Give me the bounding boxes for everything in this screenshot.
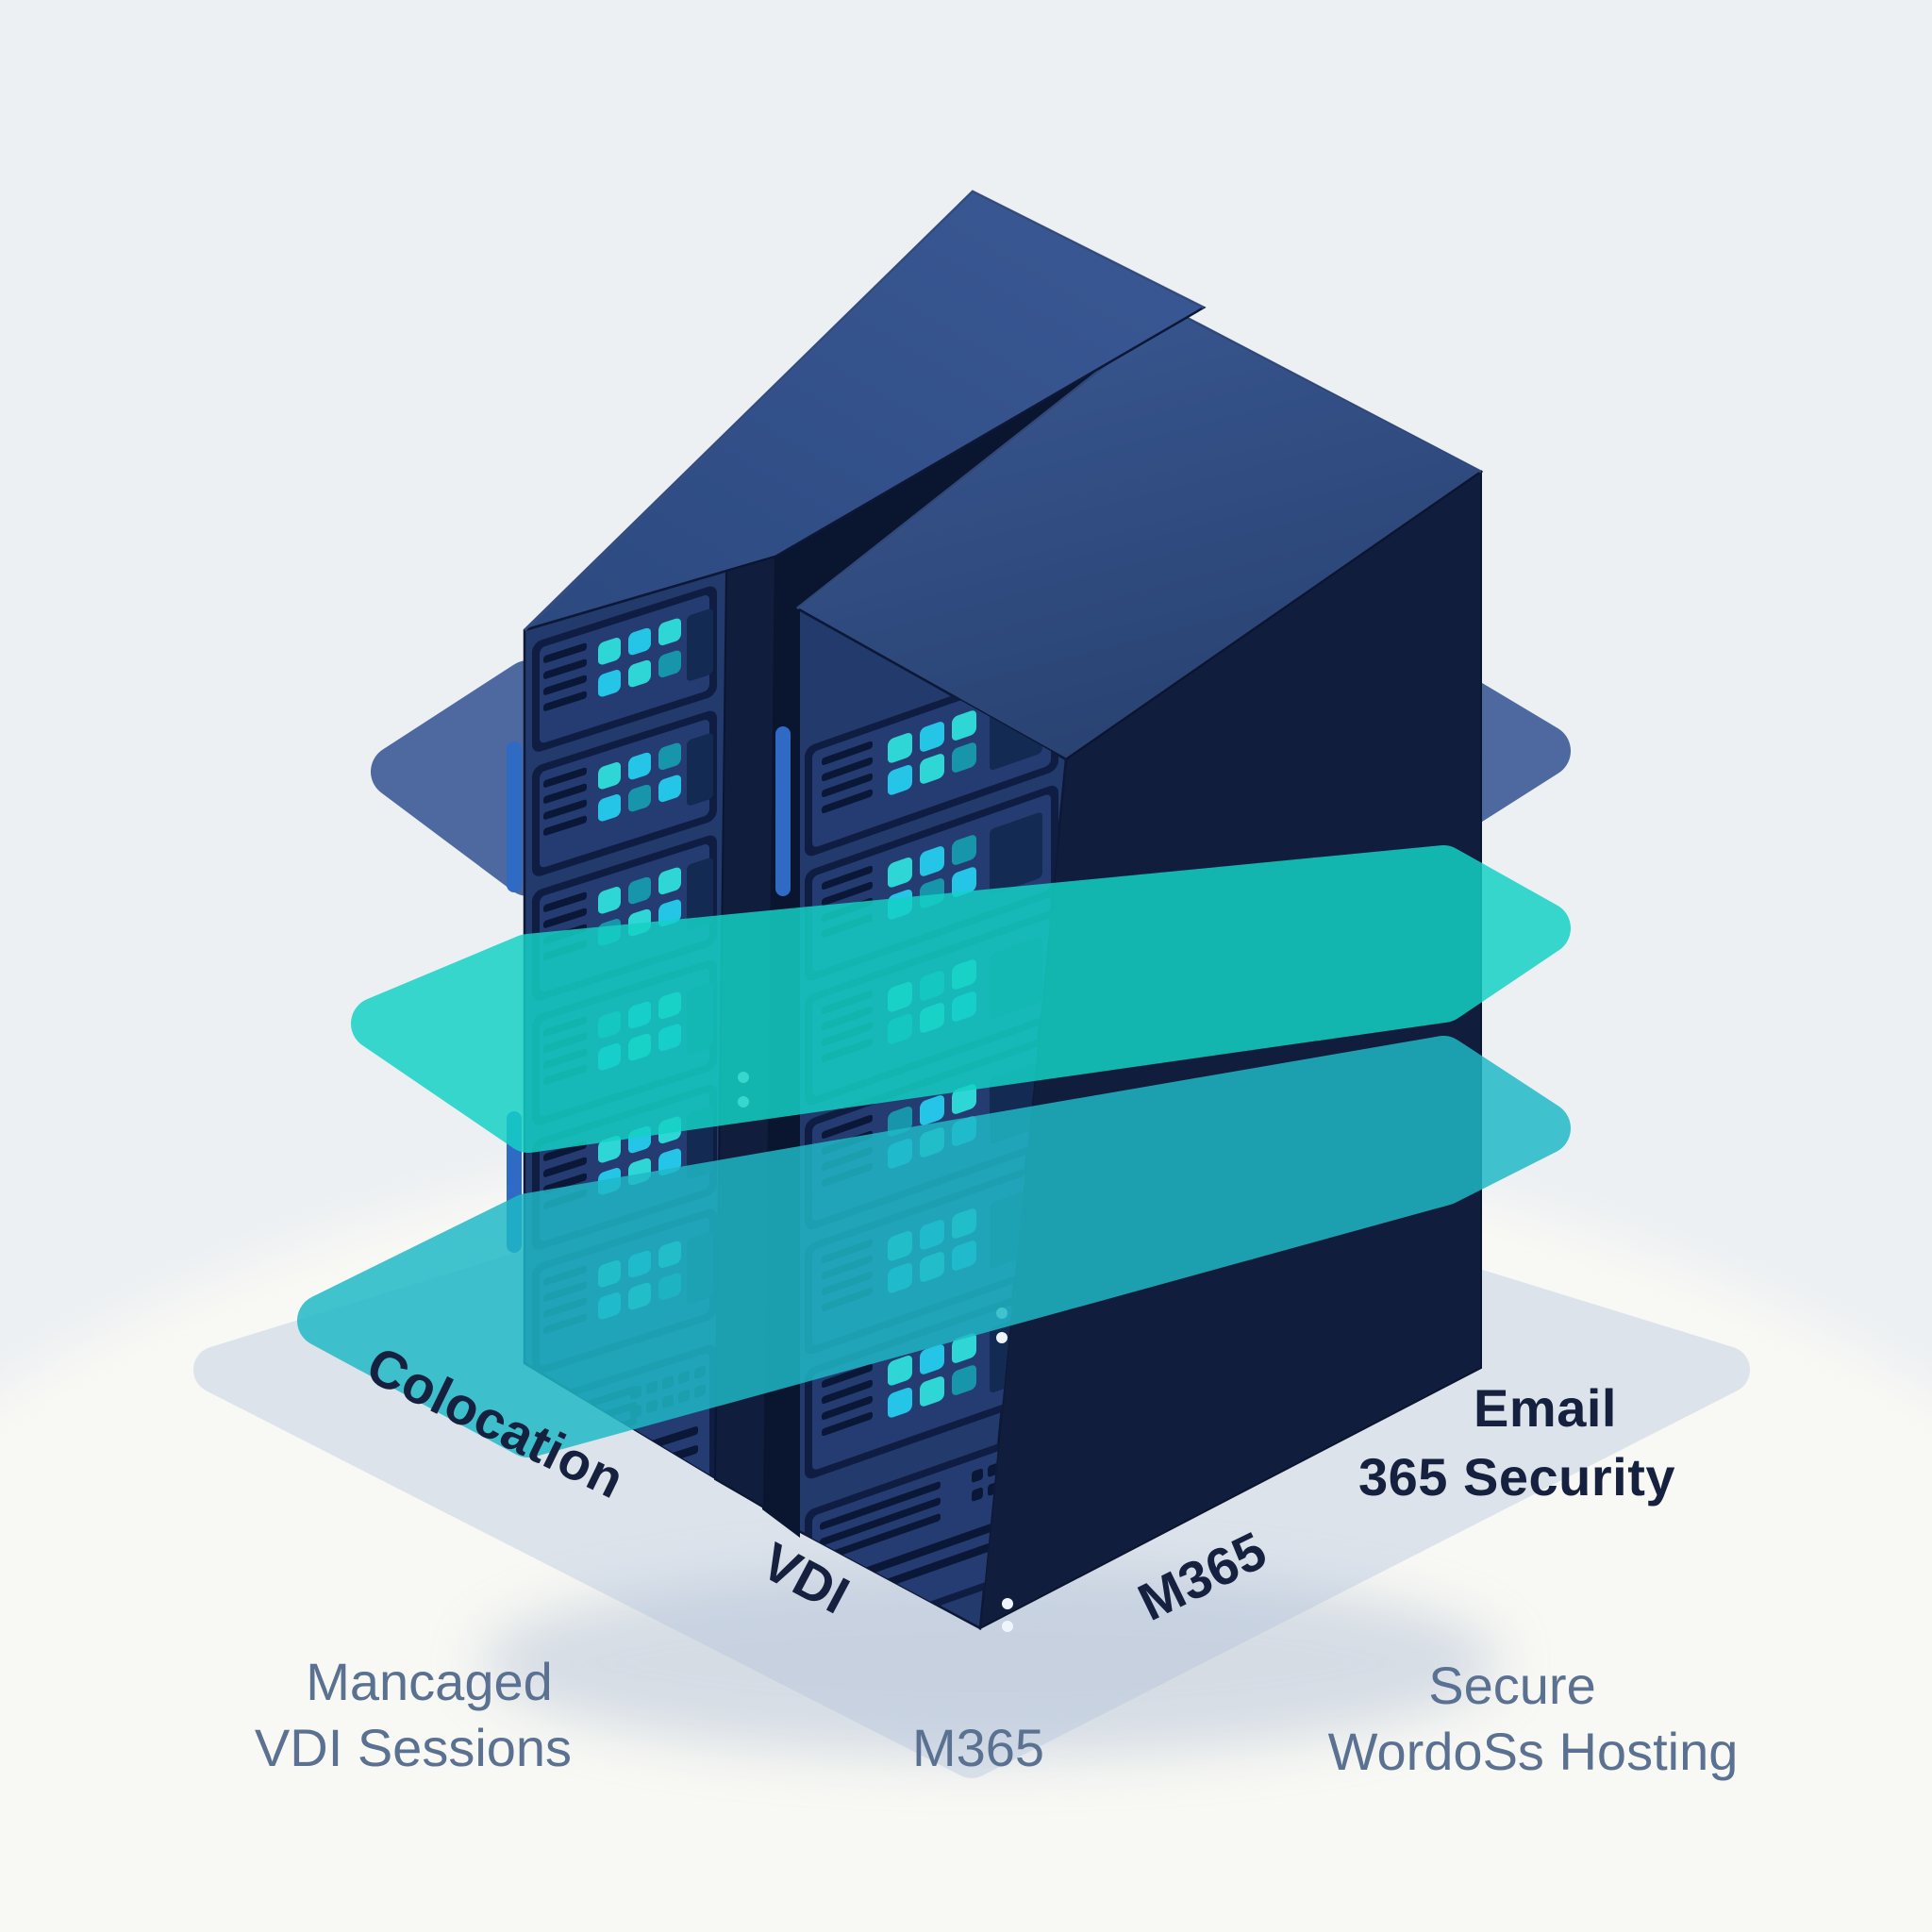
server-unit-part xyxy=(543,658,587,679)
server-unit-part xyxy=(820,1497,941,1546)
server-unit-part xyxy=(822,881,873,907)
server-unit-part xyxy=(658,867,681,895)
server-unit-part xyxy=(822,1363,873,1389)
teal-service-layer-bottom xyxy=(297,1036,1571,1457)
server-unit-part xyxy=(920,1376,944,1407)
server-unit-part xyxy=(543,799,587,820)
teal-service-layer-top xyxy=(351,845,1571,1153)
server-unit-part xyxy=(687,858,713,930)
server-unit-part xyxy=(687,733,713,806)
server-unit-part xyxy=(598,762,621,790)
server-unit-part xyxy=(822,1411,873,1437)
server-unit-part xyxy=(952,867,976,897)
status-led xyxy=(1002,1621,1013,1632)
server-unit-part xyxy=(658,774,681,803)
server-unit-part xyxy=(628,784,651,812)
server-unit-part xyxy=(543,908,587,928)
server-unit-part xyxy=(822,757,873,782)
server-unit-part xyxy=(543,767,587,788)
label-m365-bottom: M365 xyxy=(912,1718,1044,1777)
server-unit-part xyxy=(687,608,713,681)
server-unit-part xyxy=(598,1136,621,1163)
server-unit-part xyxy=(888,1356,912,1386)
server-unit-part xyxy=(598,670,621,697)
server-unit-part xyxy=(543,891,587,912)
server-unit-part xyxy=(990,812,1042,895)
server-unit-part xyxy=(598,638,621,665)
server-unit-part xyxy=(628,659,651,688)
server-unit-part xyxy=(952,710,976,741)
server-unit-part xyxy=(658,650,681,678)
left-rack-ridge-highlight xyxy=(523,190,1205,632)
server-unit-part xyxy=(952,1365,976,1395)
status-led xyxy=(996,1332,1008,1343)
server-unit-part xyxy=(920,722,944,752)
server-unit-part xyxy=(822,1379,873,1405)
server-unit-part xyxy=(888,733,912,763)
server-unit-part xyxy=(658,618,681,646)
server-unit-part xyxy=(543,783,587,804)
server-unit-part xyxy=(543,642,587,663)
label-secure-hosting-line2: WordoSs Hosting xyxy=(1328,1722,1739,1781)
top-groove xyxy=(775,308,1204,608)
server-unit-part xyxy=(920,754,944,784)
label-email-365-security-line2: 365 Security xyxy=(1358,1447,1675,1507)
label-secure-hosting-line1: Secure xyxy=(1428,1656,1595,1715)
server-unit-part xyxy=(920,846,944,876)
label-managed-vdi-line1: Mancaged xyxy=(306,1652,553,1711)
server-unit-part xyxy=(822,789,873,814)
server-unit-part xyxy=(822,773,873,798)
rack-shadow xyxy=(481,1568,1500,1757)
server-unit-part xyxy=(598,794,621,822)
server-unit-part xyxy=(888,858,912,888)
server-unit-part xyxy=(920,1095,944,1125)
server-unit-part xyxy=(628,876,651,905)
left-rack-handle xyxy=(507,741,522,892)
server-unit-part xyxy=(543,1157,587,1177)
server-unit-part xyxy=(820,1507,1040,1591)
server-unit-part xyxy=(543,675,587,695)
server-unit-part xyxy=(598,887,621,914)
server-unit-part xyxy=(628,627,651,656)
server-unit-part xyxy=(888,1388,912,1418)
label-managed-vdi-line2: VDI Sessions xyxy=(255,1718,572,1777)
server-unit-part xyxy=(543,691,587,711)
server-unit-part xyxy=(543,1173,587,1193)
server-unit-part xyxy=(972,1468,983,1483)
server-unit-part xyxy=(543,815,587,836)
server-unit-part xyxy=(822,1395,873,1421)
server-unit-part xyxy=(658,742,681,771)
server-unit-part xyxy=(822,865,873,891)
server-unit-part xyxy=(952,742,976,773)
server-unit-part xyxy=(820,1481,941,1530)
server-unit-part xyxy=(972,1487,983,1502)
server-unit-part xyxy=(952,1333,976,1363)
label-email-365-security-line1: Email xyxy=(1474,1378,1617,1438)
server-unit-part xyxy=(822,741,873,766)
right-rack-handle xyxy=(775,726,791,896)
server-unit-part xyxy=(920,1344,944,1374)
server-unit-part xyxy=(952,835,976,865)
server-unit-part xyxy=(888,765,912,795)
server-unit-part xyxy=(628,752,651,780)
server-unit-part xyxy=(820,1513,941,1562)
status-led xyxy=(1002,1598,1013,1609)
server-unit-part xyxy=(822,1114,873,1140)
